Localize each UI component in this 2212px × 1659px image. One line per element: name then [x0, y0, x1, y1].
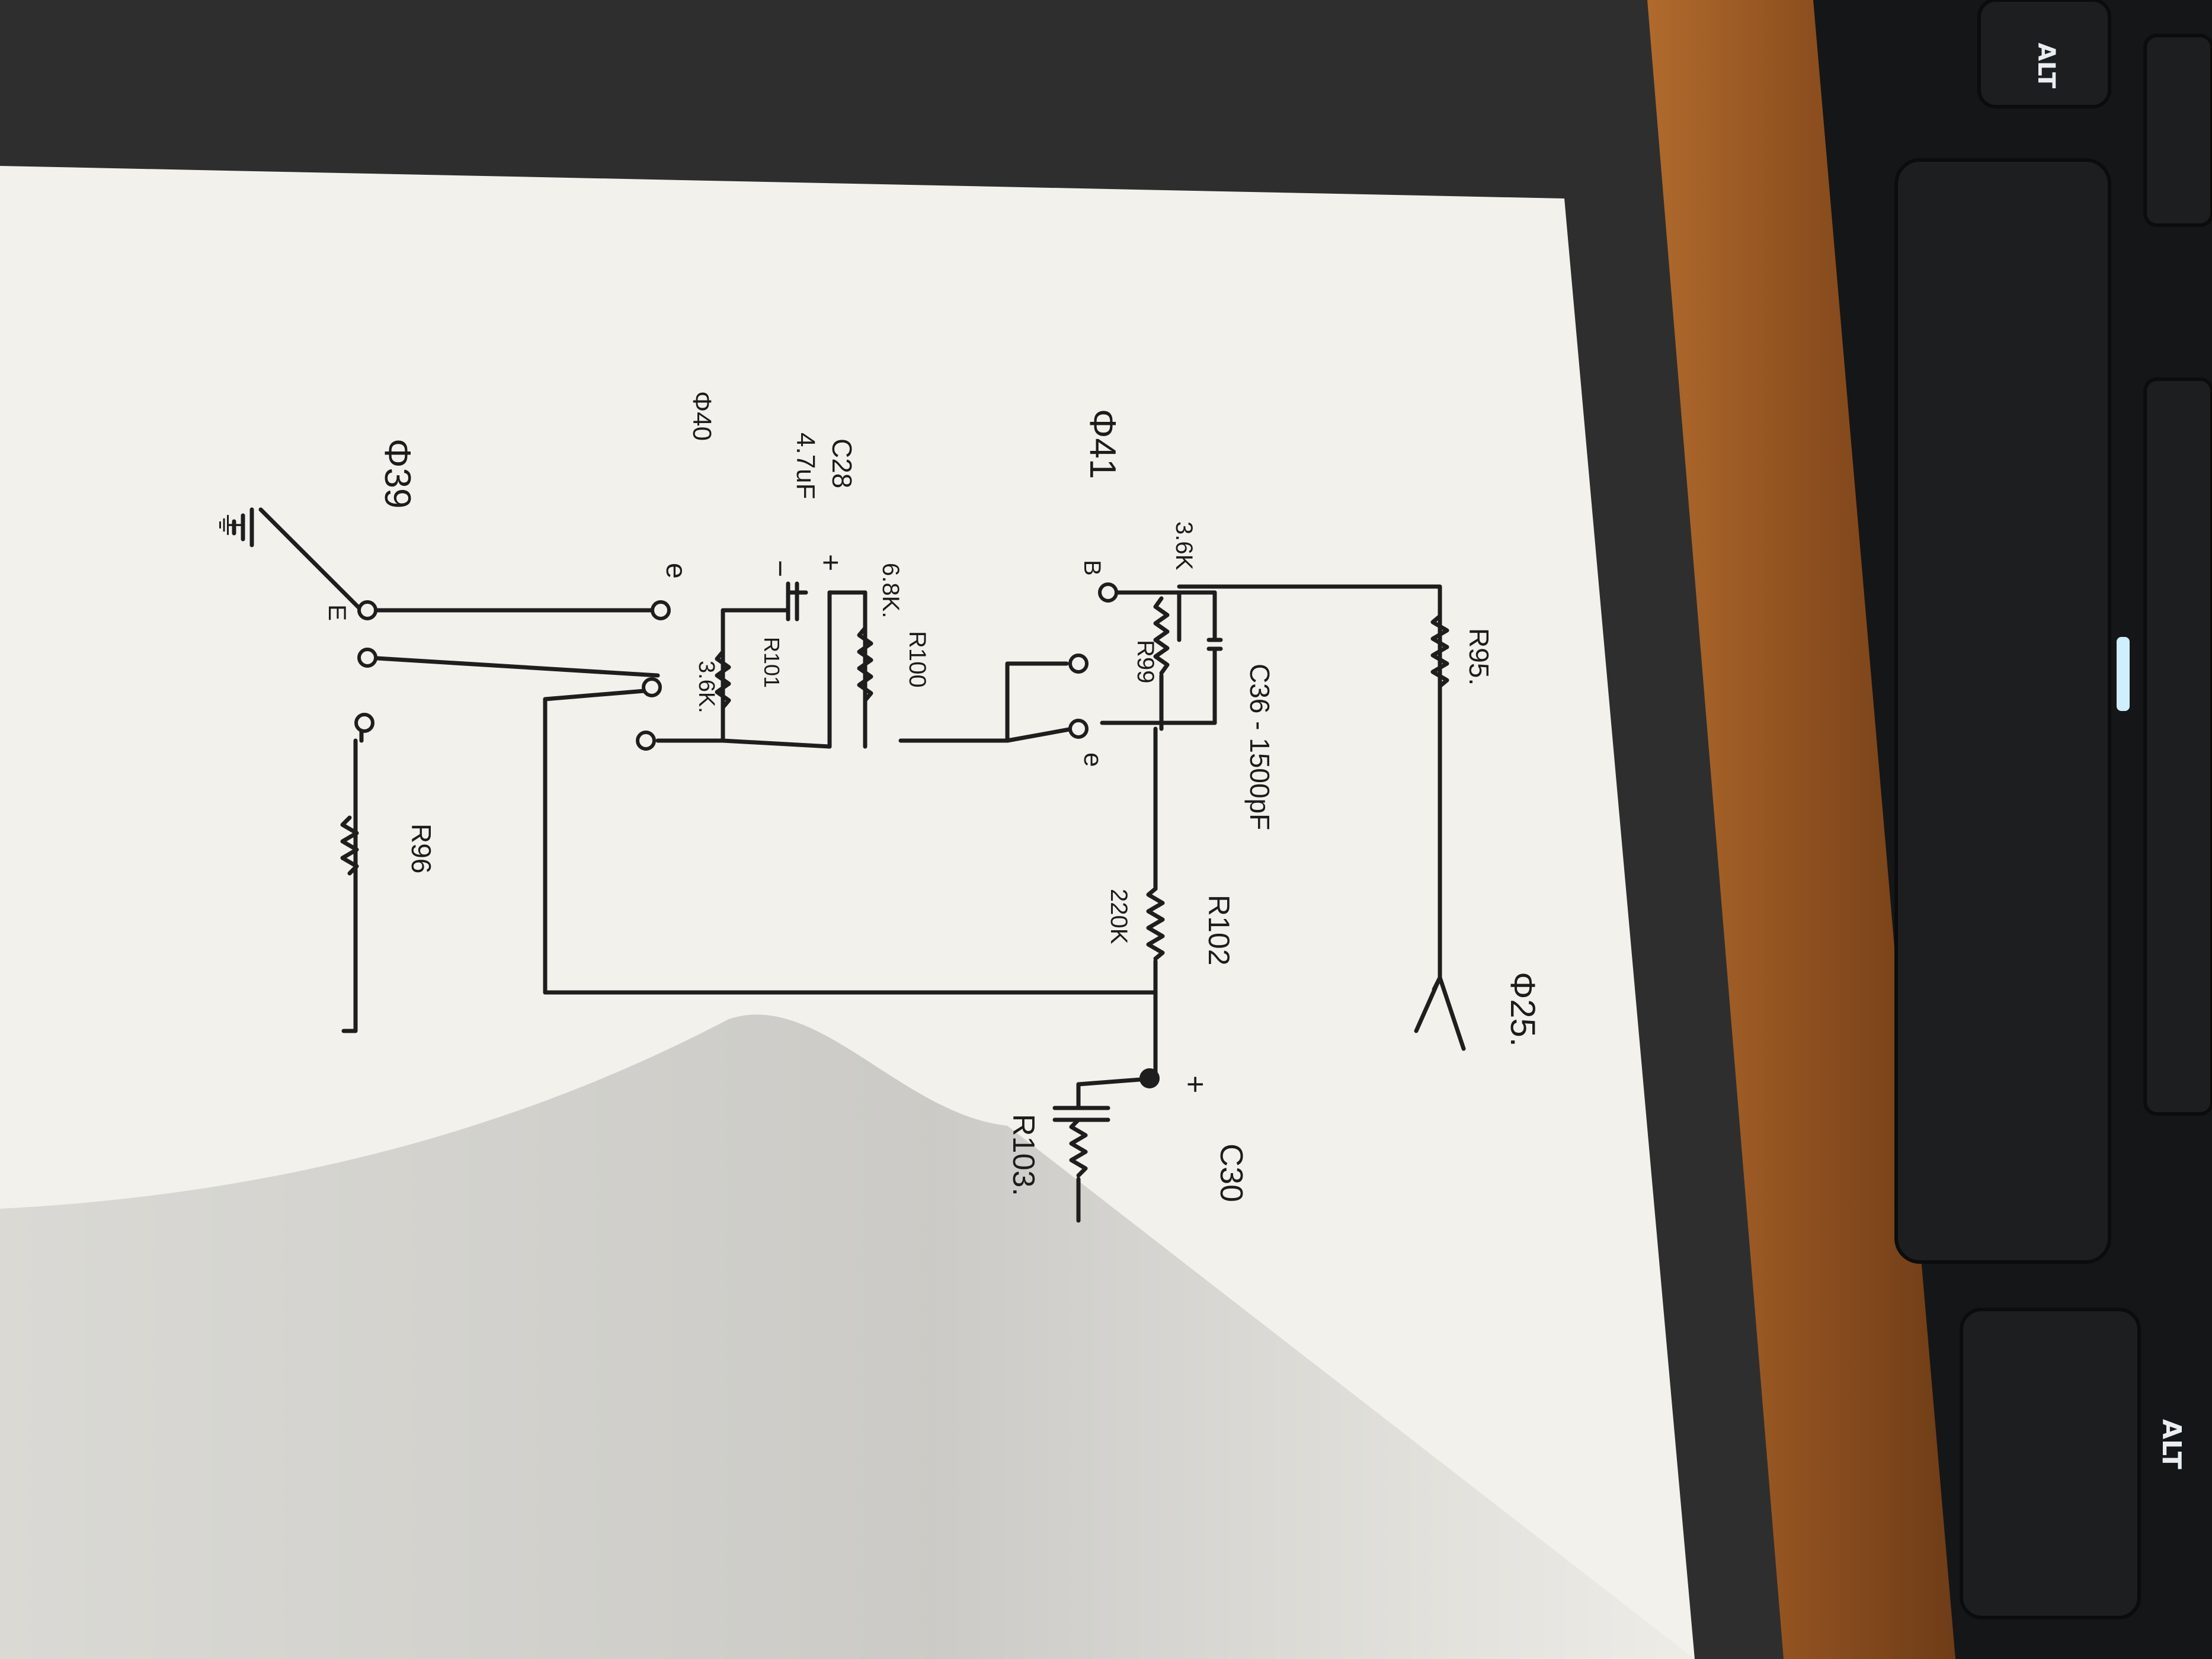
- alt-key-top-label: ALT: [2032, 43, 2060, 89]
- keycap-space[interactable]: [1894, 158, 2111, 1264]
- q41-b-terminal: [1098, 582, 1118, 603]
- wood-edge: [1647, 0, 1973, 1659]
- alt-key-bottom-label: ALT: [2156, 1419, 2187, 1469]
- label-q41-b: B: [1079, 560, 1105, 576]
- keycap-right-top[interactable]: [2143, 34, 2212, 227]
- schematic-labels: Φ25. R95. C36 - 1500pF R102 220K R99 3.6…: [212, 391, 1542, 1202]
- c30-junction-dot: [1139, 1068, 1160, 1088]
- label-c28-plus: +: [814, 554, 847, 571]
- label-r100: R100: [904, 631, 930, 688]
- q41-c-terminal: [1068, 654, 1089, 674]
- label-q39: Φ39: [377, 438, 418, 508]
- label-q41: Φ41: [1082, 409, 1123, 479]
- keycap-alt-top[interactable]: [1977, 0, 2111, 108]
- label-q25: Φ25.: [1503, 972, 1542, 1047]
- r95-zigzag: [1430, 614, 1449, 688]
- q40-b-terminal: [642, 677, 662, 697]
- q40-e-terminal: [651, 600, 671, 620]
- label-r95: R95.: [1464, 628, 1494, 686]
- ground-icon: ⏚: [212, 510, 247, 540]
- label-c28-minus: −: [764, 560, 797, 577]
- label-r99: R99: [1132, 640, 1158, 683]
- label-r101: R101: [760, 637, 784, 688]
- r101-zigzag: [715, 649, 731, 710]
- q40-c-terminal: [636, 731, 656, 751]
- terminals: [354, 582, 1160, 1088]
- label-r102-value: 220K: [1106, 889, 1132, 944]
- label-r100-value: 6.8K.: [878, 563, 904, 618]
- keycap-alt-bottom[interactable]: [1960, 1308, 2141, 1619]
- keyboard: ALT ALT: [1813, 0, 2212, 1659]
- label-q40-e: e: [660, 563, 692, 579]
- keyboard-indicator-light: [2117, 637, 2130, 711]
- hand-shadow: [0, 1014, 1695, 1659]
- r103-zigzag: [1069, 1117, 1088, 1178]
- schematic-wiring: [232, 507, 1466, 1223]
- label-r96: R96: [406, 824, 437, 873]
- label-c28: C28: [827, 438, 857, 488]
- label-c36: C36 - 1500pF: [1244, 664, 1275, 830]
- label-c30: C30: [1214, 1144, 1249, 1202]
- q39-c-terminal: [354, 713, 374, 733]
- label-q39-e: E: [324, 604, 351, 621]
- r99-zigzag: [1153, 596, 1170, 675]
- label-c28-value: 4.7uF: [791, 433, 820, 499]
- label-r103: R103.: [1006, 1114, 1041, 1196]
- label-c30-plus: +: [1178, 1075, 1212, 1093]
- q39-b-terminal: [357, 648, 377, 668]
- r100-zigzag: [857, 626, 873, 703]
- label-r101-value: 3.6K.: [694, 661, 719, 713]
- q41-e-terminal: [1068, 719, 1089, 739]
- label-r99-value: 3.6K: [1171, 521, 1197, 571]
- q39-e-terminal: [357, 600, 377, 620]
- label-q41-e: e: [1078, 752, 1107, 767]
- keycap-right-mid[interactable]: [2143, 377, 2212, 1116]
- label-q40: Φ40: [687, 391, 716, 441]
- r96-zigzag: [340, 815, 359, 876]
- r102-zigzag: [1146, 886, 1165, 961]
- label-r102: R102: [1202, 895, 1235, 966]
